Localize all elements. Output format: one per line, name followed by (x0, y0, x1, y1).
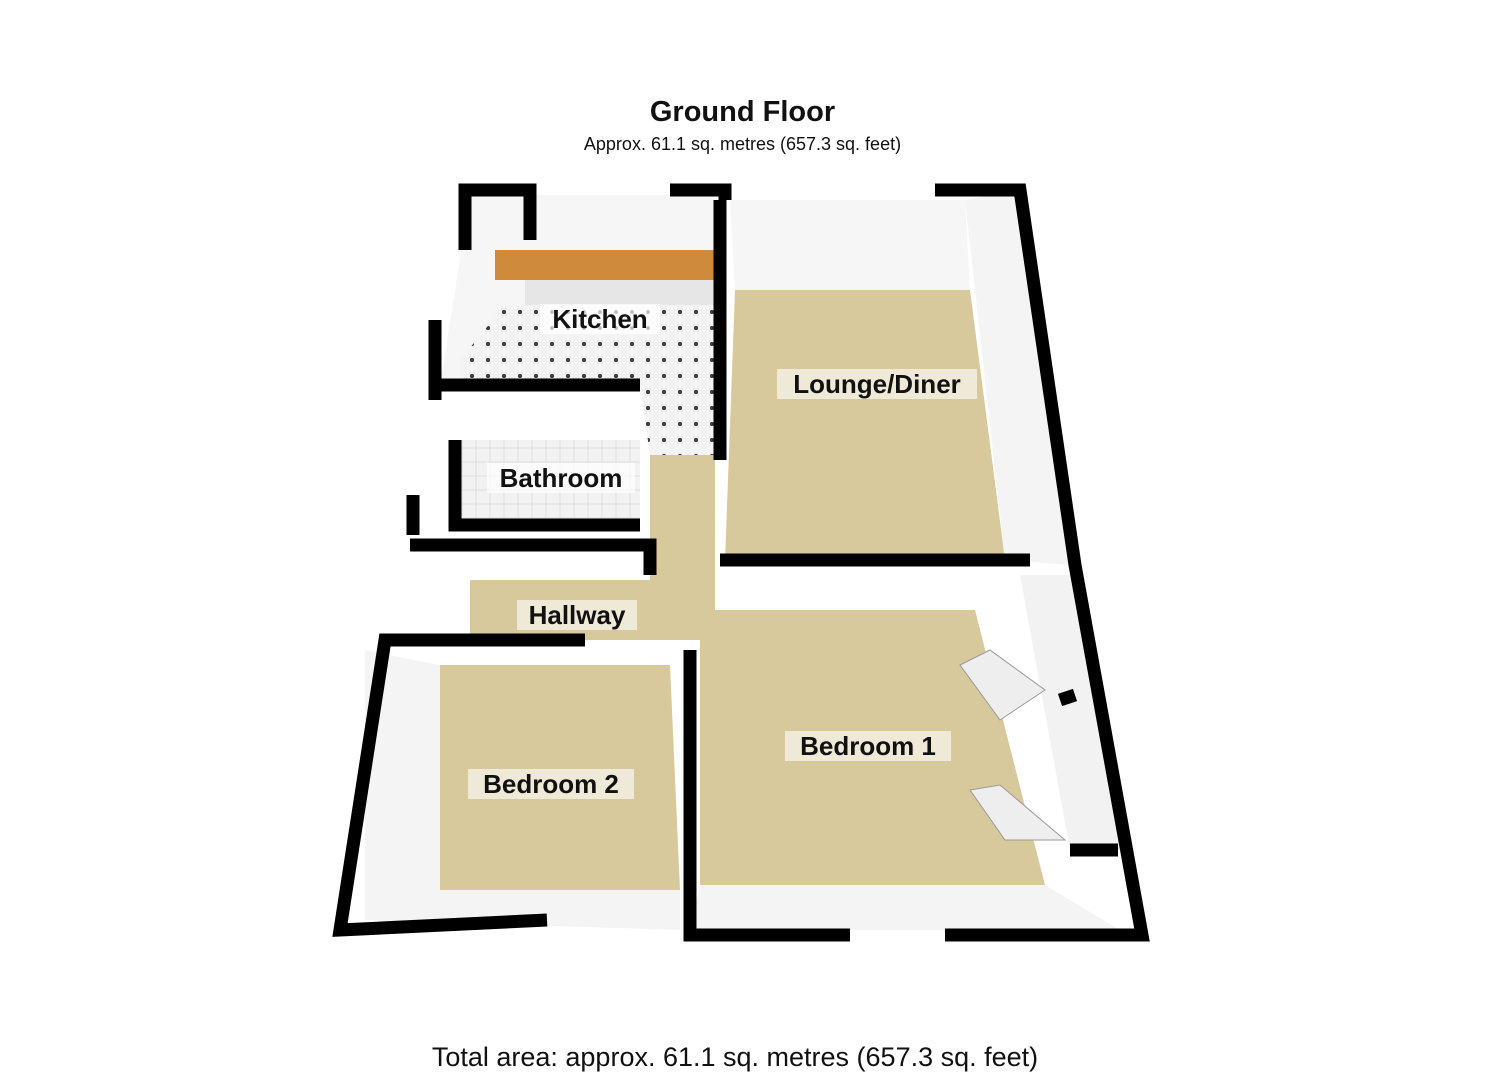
bedroom1-bottom-wall (690, 885, 1120, 930)
floor-area-subtitle: Approx. 61.1 sq. metres (657.3 sq. feet) (583, 134, 902, 154)
bedroom2-left-wall (365, 650, 440, 920)
lounge-floor (725, 290, 1005, 560)
walls (332, 183, 1150, 942)
hallway-floor (470, 455, 715, 640)
wardrobe-door (969, 784, 1067, 841)
room-label-lounge-diner: Lounge/Diner (793, 369, 961, 399)
room-label-hallway: Hallway (529, 600, 626, 630)
room-label-bedroom-1: Bedroom 1 (800, 731, 936, 761)
lounge-right-wall (965, 190, 1070, 565)
wardrobe-door (959, 649, 1046, 721)
room-label-kitchen: Kitchen (552, 304, 647, 334)
room-label-bedroom-2: Bedroom 2 (483, 769, 619, 799)
lounge-top-wall (730, 200, 970, 290)
total-area-footer: Total area: approx. 61.1 sq. metres (657… (431, 1042, 1039, 1072)
wardrobe-area (1020, 575, 1120, 850)
room-label-bathroom: Bathroom (500, 463, 623, 493)
floor-title: Ground Floor (649, 96, 836, 128)
kitchen-units (525, 280, 715, 305)
kitchen-worktop (495, 250, 715, 280)
